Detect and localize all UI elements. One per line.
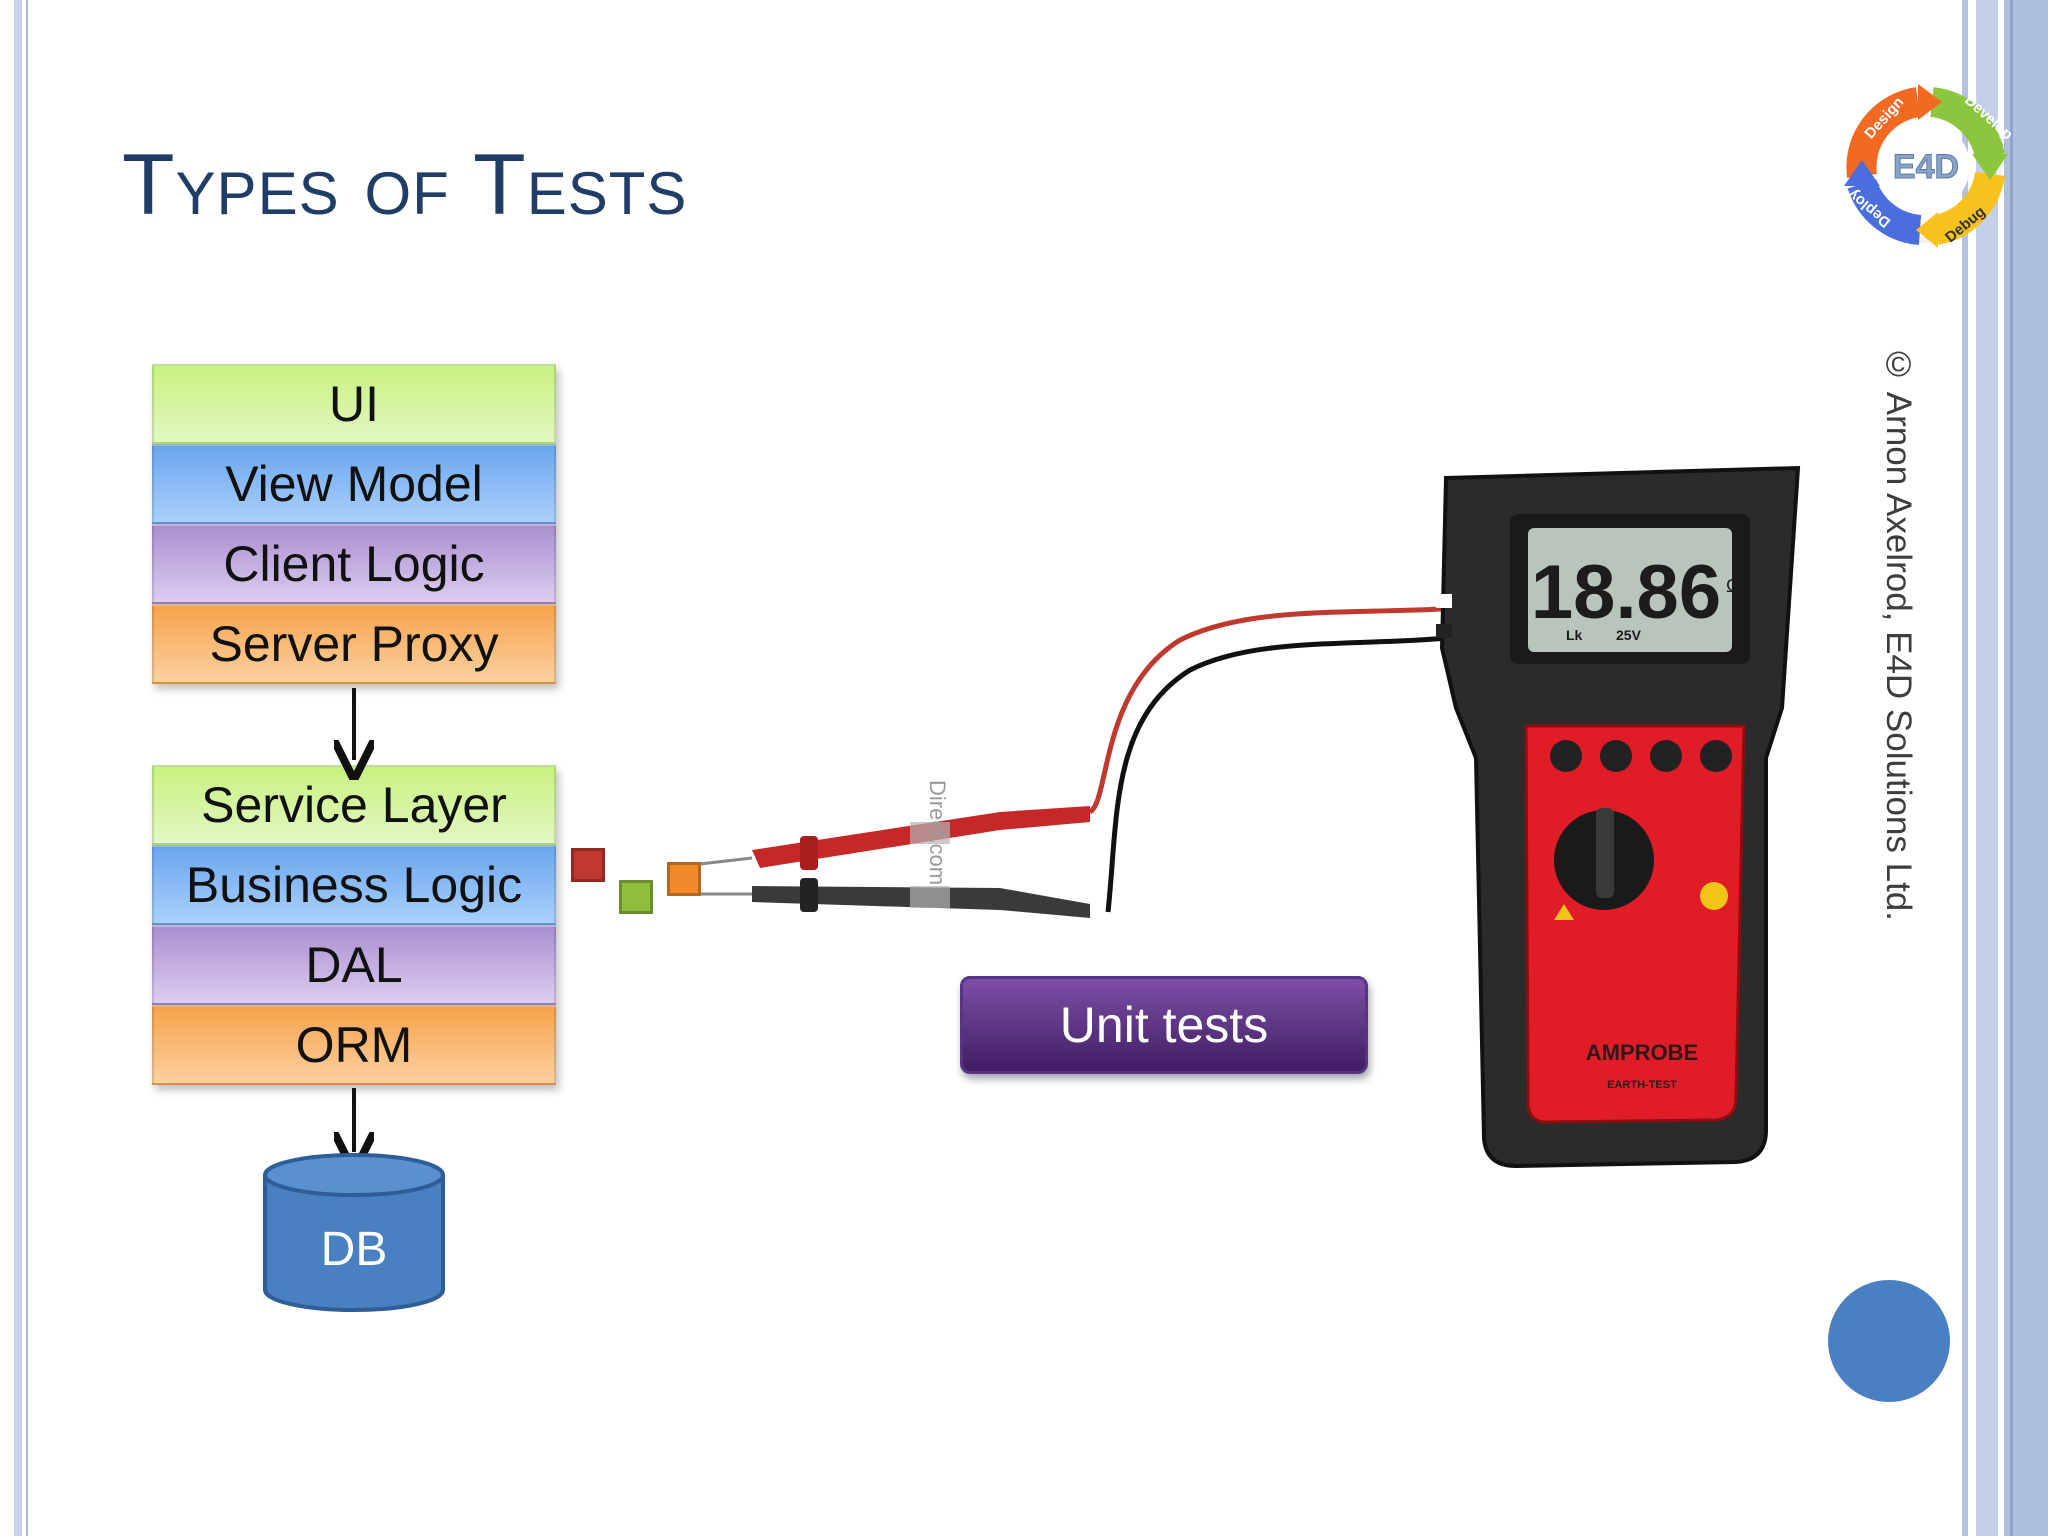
layer-client-logic: Client Logic	[152, 524, 556, 604]
left-border-stripe	[14, 0, 22, 1536]
orange-test-point	[667, 862, 701, 896]
red-test-point	[571, 848, 605, 882]
layer-dal: DAL	[152, 925, 556, 1005]
logo-center-text: E4D	[1893, 148, 1959, 186]
left-border-line	[26, 0, 28, 1536]
server-layer-stack: Service Layer Business Logic DAL ORM	[152, 765, 556, 1085]
deploy-arc	[1847, 178, 1922, 245]
meter-small-25v: 25V	[1616, 627, 1642, 643]
e4d-logo: E4D Design Develop Debug Deploy	[1844, 84, 2016, 248]
black-probe	[700, 878, 1090, 918]
right-border-stripe	[1962, 0, 1968, 1536]
copyright-notice: © Arnon Axelrod, E4D Solutions Ltd.	[1879, 345, 1918, 921]
unit-tests-callout: Unit tests	[960, 976, 1368, 1074]
slide-title: Types of Tests	[122, 137, 688, 233]
db-label: DB	[320, 1223, 388, 1276]
right-border-line	[2010, 0, 2013, 1536]
red-probe	[699, 806, 1090, 870]
layer-business-logic: Business Logic	[152, 845, 556, 925]
develop-arc	[1929, 87, 2005, 160]
right-border-band	[1976, 0, 1998, 1536]
meter-brand: AMPROBE	[1586, 1040, 1698, 1065]
layer-view-model: View Model	[152, 444, 556, 524]
layer-orm: ORM	[152, 1005, 556, 1085]
debug-arc	[1932, 171, 2005, 245]
client-layer-stack: UI View Model Client Logic Server Proxy	[152, 364, 556, 684]
meter-display	[1528, 528, 1732, 652]
meter-reading: 18.86	[1531, 550, 1721, 635]
red-cable	[1088, 605, 1461, 815]
multimeter: 18.86 Ω Lk 25V AMPROBE EARTH-TEST	[1436, 465, 1801, 1169]
green-test-point	[619, 880, 653, 914]
db-cylinder	[263, 1153, 445, 1312]
decorative-circle	[1828, 1280, 1950, 1402]
meter-small-lk: Lk	[1566, 627, 1583, 643]
layer-server-proxy: Server Proxy	[152, 604, 556, 684]
layer-ui: UI	[152, 364, 556, 444]
meter-unit: Ω	[1726, 576, 1739, 596]
meter-model: EARTH-TEST	[1607, 1079, 1677, 1091]
watermark-text: Direct.com	[925, 780, 950, 885]
black-cable	[1105, 633, 1469, 913]
